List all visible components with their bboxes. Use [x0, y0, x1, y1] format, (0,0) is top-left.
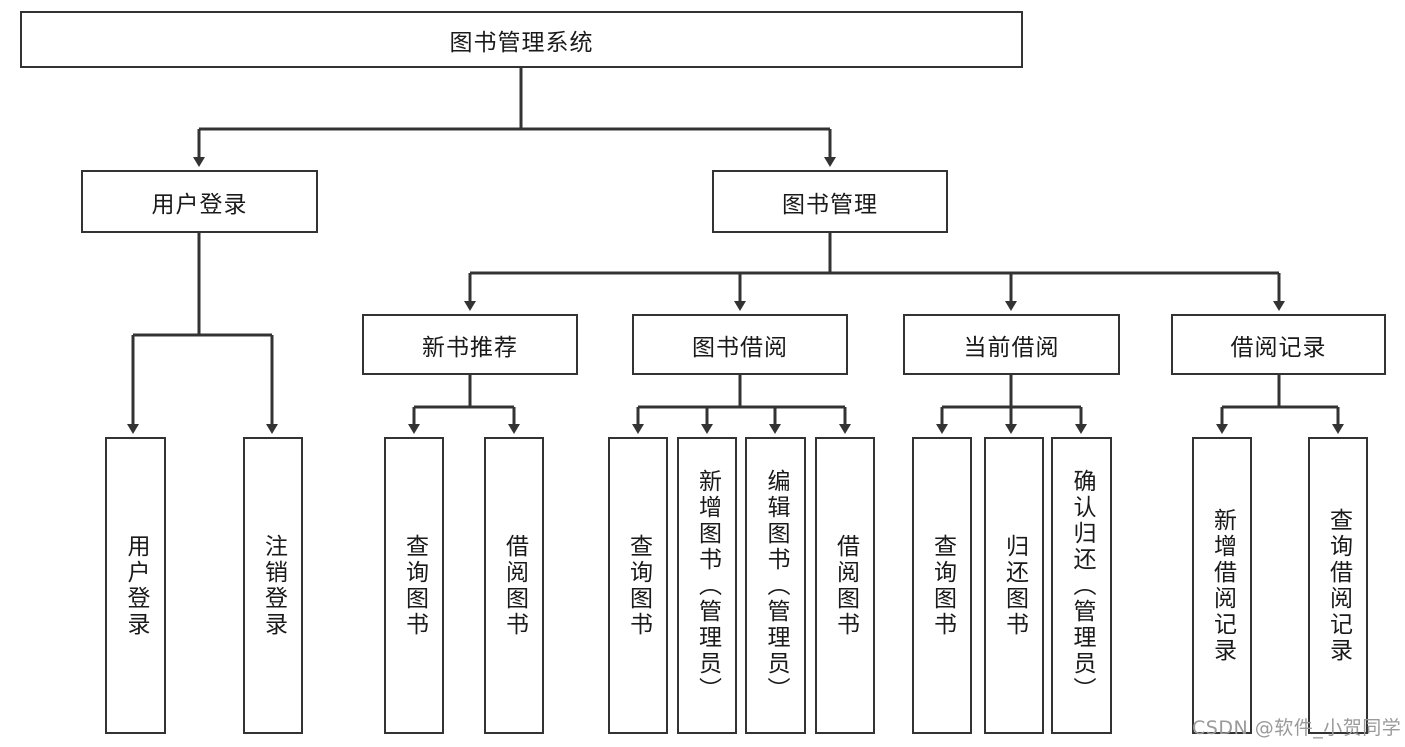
node-leaf-query-book-1-label: 查询图书	[401, 533, 428, 638]
node-leaf-return-book[interactable]: 归还图书	[984, 437, 1044, 734]
node-leaf-borrow-book-2[interactable]: 借阅图书	[815, 437, 875, 734]
node-leaf-query-record[interactable]: 查询借阅记录	[1308, 437, 1368, 734]
node-leaf-add-record[interactable]: 新增借阅记录	[1192, 437, 1252, 734]
node-leaf-borrow-book-1-label: 借阅图书	[501, 533, 528, 638]
node-current-borrow-label: 当前借阅	[963, 334, 1060, 361]
node-leaf-logout-label: 注销登录	[260, 533, 287, 638]
node-book-management-label: 图书管理	[782, 191, 878, 218]
node-leaf-query-record-label: 查询借阅记录	[1325, 507, 1352, 664]
node-book-borrow[interactable]: 图书借阅	[632, 314, 848, 375]
node-leaf-query-book-1[interactable]: 查询图书	[384, 437, 444, 734]
node-root[interactable]: 图书管理系统	[20, 11, 1023, 68]
node-leaf-add-record-label: 新增借阅记录	[1209, 507, 1236, 664]
node-leaf-return-book-label: 归还图书	[1001, 533, 1028, 638]
node-leaf-query-book-3-label: 查询图书	[929, 533, 956, 638]
node-new-book-recommend-label: 新书推荐	[422, 334, 518, 361]
node-leaf-user-login[interactable]: 用户登录	[105, 437, 166, 734]
node-leaf-confirm-return-label: 确认归还（管理员）	[1069, 468, 1095, 703]
node-leaf-edit-book-label: 编辑图书（管理员）	[763, 468, 789, 703]
node-leaf-user-login-label: 用户登录	[123, 533, 149, 638]
node-user-login-label: 用户登录	[151, 191, 248, 218]
node-leaf-borrow-book-1[interactable]: 借阅图书	[484, 437, 544, 734]
node-current-borrow[interactable]: 当前借阅	[903, 314, 1120, 375]
node-leaf-borrow-book-2-label: 借阅图书	[832, 533, 859, 638]
node-user-login[interactable]: 用户登录	[81, 170, 318, 233]
node-book-borrow-label: 图书借阅	[692, 334, 788, 361]
watermark: CSDN @软件_小贺同学	[1192, 717, 1402, 739]
node-root-label: 图书管理系统	[449, 29, 594, 56]
node-leaf-query-book-2[interactable]: 查询图书	[608, 437, 668, 734]
node-borrow-record-label: 借阅记录	[1230, 334, 1327, 361]
node-leaf-confirm-return[interactable]: 确认归还（管理员）	[1051, 437, 1112, 734]
node-new-book-recommend[interactable]: 新书推荐	[362, 314, 578, 375]
node-leaf-add-book-label: 新增图书（管理员）	[694, 468, 721, 703]
node-leaf-query-book-3[interactable]: 查询图书	[912, 437, 972, 734]
node-leaf-logout[interactable]: 注销登录	[243, 437, 303, 734]
node-borrow-record[interactable]: 借阅记录	[1171, 314, 1386, 375]
node-leaf-edit-book[interactable]: 编辑图书（管理员）	[745, 437, 806, 734]
node-leaf-add-book[interactable]: 新增图书（管理员）	[677, 437, 737, 734]
node-book-management[interactable]: 图书管理	[712, 170, 948, 233]
node-leaf-query-book-2-label: 查询图书	[625, 533, 652, 638]
